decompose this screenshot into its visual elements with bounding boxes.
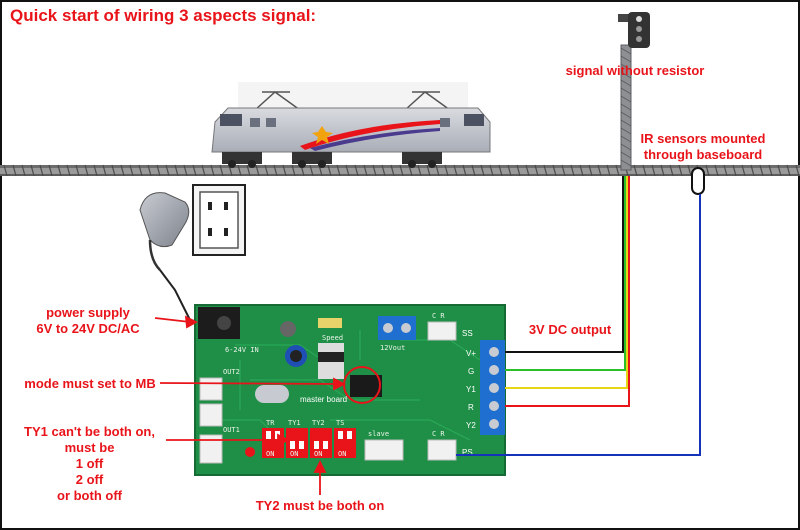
input-text: 6-24V IN <box>225 346 259 354</box>
dip-group-ty2: TY2 <box>312 419 325 427</box>
power-adapter <box>139 192 201 323</box>
terminal-label-y1: Y1 <box>466 385 476 394</box>
ss-text: SS <box>462 329 473 338</box>
pcb-board <box>194 304 506 476</box>
dip-group-ty1: TY1 <box>288 419 301 427</box>
dip-on-ts: ON <box>338 450 346 458</box>
dip-on-tr: ON <box>266 450 274 458</box>
ty1-label-line-2: must be <box>64 440 115 455</box>
dip-group-ts: TS <box>336 419 344 427</box>
signal-mast <box>618 12 650 171</box>
wire-blue <box>456 194 701 456</box>
ir-sensors-label-line-2: through baseboard <box>643 147 763 162</box>
ty1-label-line-1: TY1 can't be both on, <box>24 424 155 439</box>
power-supply-label-line-2: 6V to 24V DC/AC <box>36 321 140 336</box>
out1-text: OUT1 <box>223 426 240 434</box>
ty1-label-line-3: 1 off <box>75 456 104 471</box>
signal-wires <box>456 176 701 456</box>
page-title: Quick start of wiring 3 aspects signal: <box>10 6 317 25</box>
locomotive <box>211 82 491 168</box>
signal-label: signal without resistor <box>565 63 705 78</box>
wire-red <box>505 176 630 407</box>
ty1-label-line-4: 2 off <box>75 472 104 487</box>
dip-group-tr: TR <box>266 419 275 427</box>
output-label: 3V DC output <box>528 322 612 337</box>
ir-sensors-label: IR sensors mounted through baseboard <box>628 131 778 163</box>
terminal-label-r: R <box>468 403 474 412</box>
ty1-label: TY1 can't be both on, must be 1 off 2 of… <box>12 424 167 504</box>
ty2-label: TY2 must be both on <box>255 498 385 513</box>
terminal-label-v-plus: V+ <box>466 349 476 358</box>
ps-text: PS <box>462 448 473 457</box>
cr-bottom-text: C R <box>432 430 445 438</box>
wire-green <box>505 176 626 371</box>
ir-sensors-label-line-1: IR sensors mounted <box>640 131 766 146</box>
ty1-label-line-5: or both off <box>57 488 122 503</box>
terminal-label-y2: Y2 <box>466 421 476 430</box>
twelve-vout-text: 12Vout <box>380 344 405 352</box>
dip-on-ty1: ON <box>290 450 298 458</box>
pointer-arrows <box>154 315 347 495</box>
wire-black <box>505 176 624 353</box>
terminal-label-g: G <box>468 367 474 376</box>
cr-top-text: C R <box>432 312 445 320</box>
wall-socket <box>192 184 246 256</box>
mode-label: mode must set to MB <box>24 376 156 391</box>
board-name-text: master board <box>300 395 347 404</box>
power-supply-label-line-1: power supply <box>46 305 130 320</box>
wire-yellow <box>505 176 628 389</box>
ir-sensor <box>691 167 705 195</box>
slave-text: slave <box>368 430 389 438</box>
speed-text: Speed <box>322 334 343 342</box>
dip-on-ty2: ON <box>314 450 322 458</box>
railway-track <box>0 164 800 177</box>
out2-text: OUT2 <box>223 368 240 376</box>
power-supply-label: power supply 6V to 24V DC/AC <box>18 305 158 337</box>
